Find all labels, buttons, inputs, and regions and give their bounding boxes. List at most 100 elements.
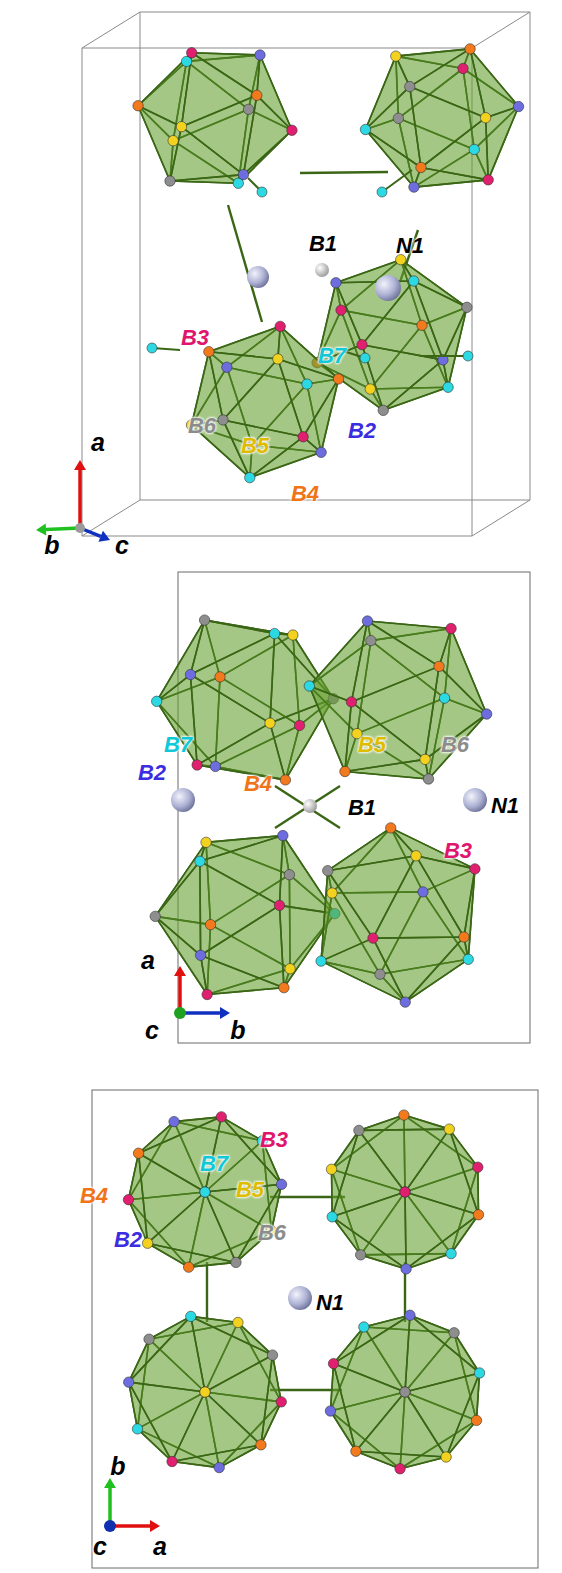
bond [420,355,468,357]
boron-atom [275,321,285,331]
boron-atom [285,964,295,974]
boron-atom [418,887,428,897]
boron-atom [316,447,326,457]
unit-cell [140,500,530,501]
polyhedron-face [223,359,303,437]
atom-sphere [303,799,317,813]
unit-cell [530,12,531,500]
boron-atom [444,1124,454,1134]
boron-atom [331,278,341,288]
boron-atom [481,709,491,719]
arrow-head [150,1520,160,1532]
unit-cell [82,12,140,48]
boron-atom [400,1387,410,1397]
boron-atom [340,766,350,776]
boron-atom [323,865,333,875]
boron-atom [395,1464,405,1474]
boron-atom [276,1397,286,1407]
boron-atom [336,305,346,315]
atom-label: B3 [444,840,472,862]
boron-atom [465,44,475,54]
boron-atom [357,339,367,349]
boron-atom [405,81,415,91]
boron-atom [328,1358,338,1368]
boron-atom [273,354,283,364]
boron-atom [463,351,473,361]
structure-panel [92,1090,538,1568]
atom-label: N1 [396,235,424,257]
polyhedron-face [332,1192,406,1269]
icosahedron [151,615,338,785]
structure-panel [36,12,530,542]
boron-atom [365,384,375,394]
unit-cell [472,500,530,536]
inter-cluster-bond [206,1262,208,1322]
boron-atom [399,1110,409,1120]
boron-atom [439,693,449,703]
polyhedron-face [129,1316,205,1392]
boron-atom [252,90,262,100]
boron-atom [200,1187,210,1197]
atom-sphere [247,266,269,288]
boron-atom [288,630,298,640]
axis-label: a [153,1534,167,1559]
boron-atom [287,125,297,135]
atom-label: B1 [309,233,337,255]
atom-label: B5 [241,435,269,457]
atom-label: B2 [348,420,376,442]
boron-atom [443,382,453,392]
structure-panel [150,572,530,1043]
boron-atom [366,635,376,645]
boron-atom [420,754,430,764]
axis-label: c [145,1018,159,1043]
boron-atom [274,900,284,910]
atom-label: B4 [80,1185,108,1207]
atom-label: B7 [164,734,192,756]
boron-atom [243,104,253,114]
boron-atom [278,830,288,840]
boron-atom [168,135,178,145]
axis-origin [104,1520,116,1532]
boron-atom [360,124,370,134]
boron-atom [409,182,419,192]
axis-label: b [230,1018,245,1043]
boron-atom [284,870,294,880]
boron-atom [326,1164,336,1174]
boron-atom [416,162,426,172]
boron-atom [471,1415,481,1425]
boron-atom [192,760,202,770]
arrow-head [174,966,186,976]
boron-atom [327,888,337,898]
atom-label: B2 [138,762,166,784]
unit-cell [178,572,530,1043]
boron-atom [459,932,469,942]
boron-atom [216,1112,226,1122]
icosahedron [325,1310,484,1474]
boron-atom [245,472,255,482]
inter-cluster-bond [275,786,340,828]
axis-label: c [115,533,129,558]
boron-atom [147,343,157,353]
boron-atom [362,616,372,626]
boron-atom [378,405,388,415]
boron-atom [423,774,433,784]
boron-atom [483,175,493,185]
boron-atom [302,379,312,389]
boron-atom [199,615,209,625]
boron-atom [123,1194,133,1204]
boron-atom [185,669,195,679]
boron-atom [132,1424,142,1434]
boron-atom [200,1387,210,1397]
axis-origin [174,1007,186,1019]
boron-atom [124,1377,134,1387]
boron-atom [176,121,186,131]
atom-sphere [288,1286,312,1310]
boron-atom [167,1456,177,1466]
arrow-head [104,1478,116,1488]
axis-origin [75,523,85,533]
boron-atom [449,1328,459,1338]
polyhedron-face [190,634,274,724]
boron-atom [150,911,160,921]
boron-atom [142,1238,152,1248]
